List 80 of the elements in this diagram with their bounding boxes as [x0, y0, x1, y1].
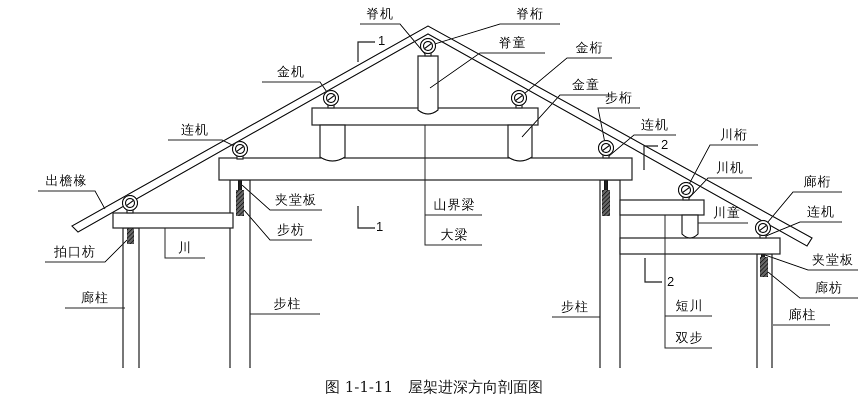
tie-beam [602, 190, 610, 216]
leader-line [168, 140, 234, 146]
leader-line [768, 272, 858, 298]
part-label: 连机 [800, 204, 842, 222]
leader-line [244, 210, 312, 240]
board [604, 180, 608, 190]
leader-line [688, 178, 752, 198]
part-label: 双步 [667, 330, 712, 348]
part-label: 川机 [708, 160, 752, 178]
part-label: 山界梁 [427, 197, 482, 215]
part-label: 廊桁 [793, 174, 842, 192]
leader-line [766, 222, 842, 236]
purlin-symbol [420, 38, 436, 54]
leader-line [522, 94, 612, 138]
part-label: 金桁 [567, 40, 612, 58]
part-label: 步桁 [598, 90, 640, 108]
part-label: 拍口枋 [45, 244, 105, 262]
part-label: 川 [165, 240, 205, 258]
purlin-symbol [322, 90, 340, 106]
leader-line [360, 24, 426, 54]
part-label: 廊枋 [800, 280, 858, 298]
leader-line [767, 192, 842, 223]
column [756, 253, 773, 368]
part-label: 连机 [634, 117, 676, 135]
leader-line [424, 124, 482, 216]
part-label: 步柱 [552, 299, 598, 317]
column [229, 179, 251, 368]
leader-line [44, 240, 128, 262]
part-label: 步柱 [255, 296, 320, 314]
queen-post [507, 124, 533, 162]
purlin-symbol [232, 140, 248, 158]
leader-line [38, 190, 106, 210]
leader-line [524, 58, 612, 94]
part-label: 夹堂板 [808, 252, 858, 270]
part-label: 脊桁 [500, 6, 560, 24]
section-number: 2 [667, 275, 674, 289]
section-number: 2 [661, 138, 668, 152]
column [599, 179, 621, 368]
purlin-symbol [598, 140, 614, 156]
part-label: 步枋 [270, 222, 312, 240]
leader-line [698, 222, 748, 224]
purlin-symbol [678, 182, 694, 198]
part-label: 出檐椽 [38, 173, 95, 191]
section-number: 1 [378, 34, 386, 48]
short-post [681, 214, 699, 239]
part-label: 廊柱 [775, 307, 830, 325]
part-label: 脊童 [480, 35, 545, 53]
purlin-symbol [510, 90, 528, 106]
leader-line [552, 316, 600, 318]
leader-line [664, 252, 712, 348]
leader-line [262, 82, 328, 92]
part-label: 大梁 [427, 227, 482, 245]
part-label: 连机 [168, 122, 222, 140]
beam [112, 212, 234, 229]
leader-line [772, 324, 830, 326]
section-number: 1 [376, 220, 384, 234]
part-label: 短川 [667, 298, 712, 316]
leader-line [597, 108, 640, 142]
board [238, 180, 242, 190]
figure-caption: 图 1-1-11 屋架进深方向剖面图 [324, 378, 544, 397]
tie-beam [236, 190, 244, 216]
part-label: 廊柱 [65, 290, 125, 308]
part-label: 金机 [262, 64, 320, 82]
part-label: 川童 [706, 205, 748, 223]
leader-line [764, 254, 858, 270]
leader-line [424, 180, 482, 246]
leader-line [664, 214, 712, 316]
leader-line [434, 24, 560, 44]
king-post [417, 55, 439, 115]
leader-line [164, 228, 206, 258]
leader-line [430, 52, 546, 88]
part-label: 夹堂板 [270, 192, 322, 210]
tie-beam [760, 257, 768, 277]
purlin-symbol [754, 220, 772, 236]
part-label: 川桁 [710, 127, 758, 145]
leader-line [689, 144, 758, 184]
tie-beam [127, 228, 134, 244]
part-label: 脊机 [360, 6, 400, 24]
leader-line [242, 184, 322, 210]
column [122, 227, 140, 368]
